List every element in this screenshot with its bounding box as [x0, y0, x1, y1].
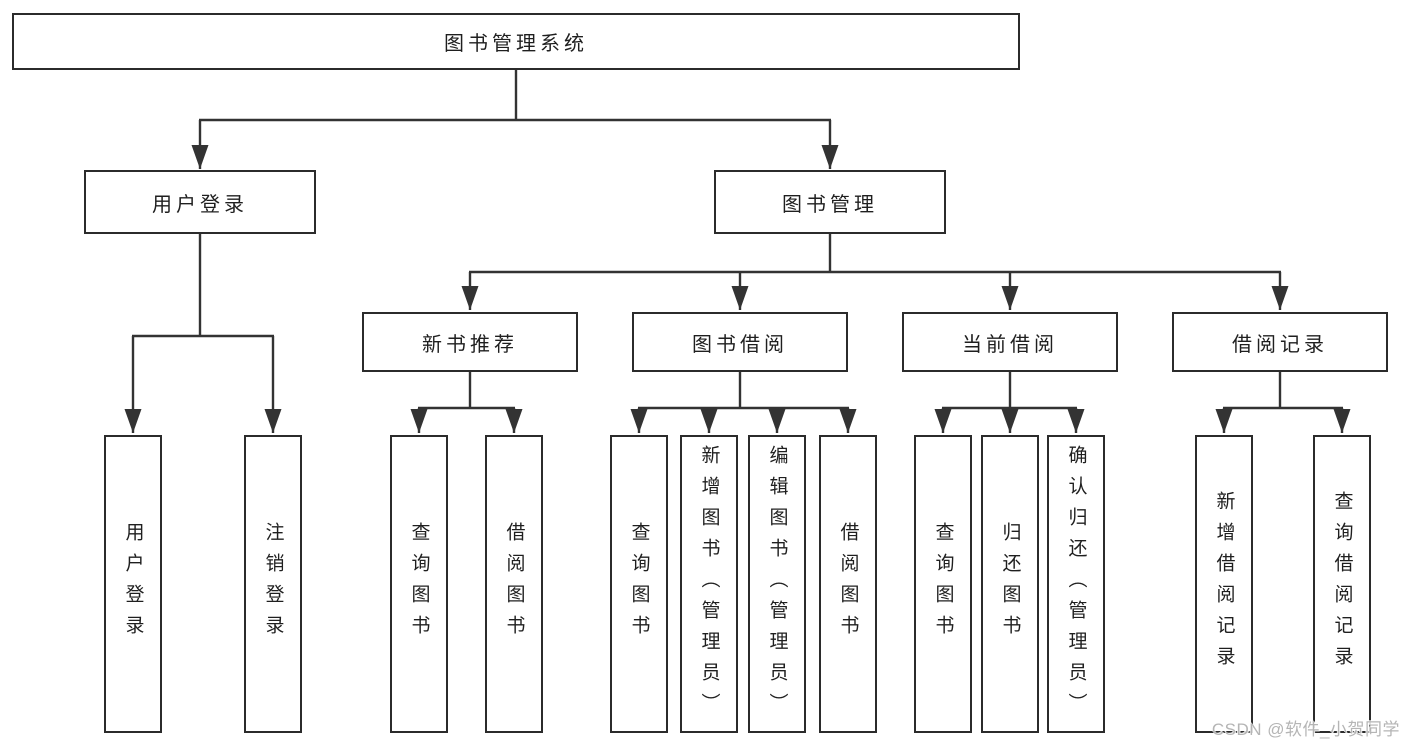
watermark-text: CSDN @软件_小贺同学: [1211, 720, 1400, 739]
node-leaf-edit-book-admin: 编辑图书（管理员）: [748, 435, 806, 733]
node-leaf-add-book-admin: 新增图书（管理员）: [680, 435, 738, 733]
node-leaf-query-books-2: 查询图书: [610, 435, 668, 733]
node-leaf-add-borrow-record: 新增借阅记录: [1195, 435, 1253, 733]
node-root-library-system: 图书管理系统: [12, 13, 1020, 70]
node-leaf-query-books-1: 查询图书: [390, 435, 448, 733]
node-section-current-borrowing: 当前借阅: [902, 312, 1118, 372]
node-leaf-borrow-books-2: 借阅图书: [819, 435, 877, 733]
node-leaf-borrow-books-1: 借阅图书: [485, 435, 543, 733]
node-leaf-logout-login: 注销登录: [244, 435, 302, 733]
node-leaf-return-book: 归还图书: [981, 435, 1039, 733]
node-leaf-query-borrow-record: 查询借阅记录: [1313, 435, 1371, 733]
node-section-new-book-recommend: 新书推荐: [362, 312, 578, 372]
node-branch-user-login: 用户登录: [84, 170, 316, 234]
node-leaf-query-books-3: 查询图书: [914, 435, 972, 733]
node-leaf-user-login: 用户登录: [104, 435, 162, 733]
node-section-borrowing-records: 借阅记录: [1172, 312, 1388, 372]
node-leaf-confirm-return-admin: 确认归还（管理员）: [1047, 435, 1105, 733]
node-branch-book-management: 图书管理: [714, 170, 946, 234]
node-section-book-borrowing: 图书借阅: [632, 312, 848, 372]
